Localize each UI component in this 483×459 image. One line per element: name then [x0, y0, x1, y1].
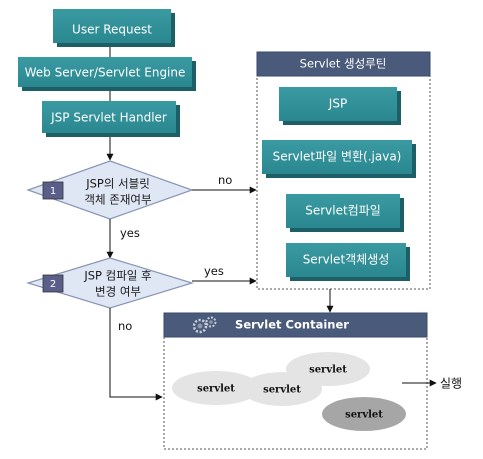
servlet-oval-4 — [322, 397, 406, 431]
servlet-oval-4-label: servlet — [345, 410, 383, 421]
execute-label: 실행 — [440, 376, 462, 391]
jsp-handler-label: JSP Servlet Handler — [50, 111, 167, 125]
edge-label-no-bottom: no — [118, 319, 132, 333]
decision-1-line1: JSP의 서블릿 — [85, 177, 150, 191]
servlet-oval-1-label: servlet — [197, 384, 235, 395]
servlet-container-panel: Servlet Container servlet servlet servle… — [163, 312, 428, 450]
decision-2-diamond: 2 JSP 컴파일 후 변경 여부 — [25, 257, 195, 309]
servlet-oval-3-label: servlet — [263, 385, 301, 396]
edge-label-yes-right: yes — [204, 264, 224, 278]
decision-1-line2: 객체 존재여부 — [84, 193, 151, 207]
user-request-label: User Request — [72, 23, 152, 37]
routine-step-convert — [262, 140, 412, 174]
arrow-no-to-container — [109, 308, 163, 401]
routine-step-create — [286, 243, 406, 277]
routine-step-convert-label: Servlet파일 변환(.java) — [273, 150, 402, 164]
servlet-oval-3 — [242, 372, 322, 406]
jsp-handler-box: JSP Servlet Handler — [42, 101, 180, 137]
decision-1-diamond: 1 JSP의 서블릿 객체 존재여부 — [26, 160, 194, 220]
gears-icon — [192, 316, 217, 334]
decision-2-number-box — [42, 274, 64, 293]
edge-label-no-top: no — [218, 173, 232, 187]
routine-step-create-label: Servlet객체생성 — [303, 253, 390, 267]
user-request-box: User Request — [53, 9, 175, 47]
routine-title: Servlet 생성루틴 — [300, 57, 387, 71]
routine-step-jsp — [279, 87, 397, 121]
decision-2-line1: JSP 컴파일 후 — [83, 269, 151, 283]
web-server-box: Web Server/Servlet Engine — [18, 57, 196, 91]
decision-1-number: 1 — [50, 186, 56, 197]
routine-step-compile — [286, 194, 400, 228]
decision-2-number: 2 — [50, 279, 56, 290]
edge-label-yes-mid: yes — [120, 226, 140, 240]
web-server-label: Web Server/Servlet Engine — [25, 66, 186, 80]
container-title: Servlet Container — [235, 318, 349, 332]
servlet-routine-panel: Servlet 생성루틴 JSP Servlet파일 변환(.java) Ser… — [256, 51, 431, 290]
routine-step-compile-label: Servlet컴파일 — [305, 204, 381, 218]
decision-2-line2: 변경 여부 — [95, 285, 141, 299]
servlet-oval-2-label: servlet — [309, 365, 347, 376]
routine-step-jsp-label: JSP — [328, 97, 347, 111]
decision-1-number-box — [42, 181, 64, 200]
servlet-oval-1 — [172, 371, 260, 405]
